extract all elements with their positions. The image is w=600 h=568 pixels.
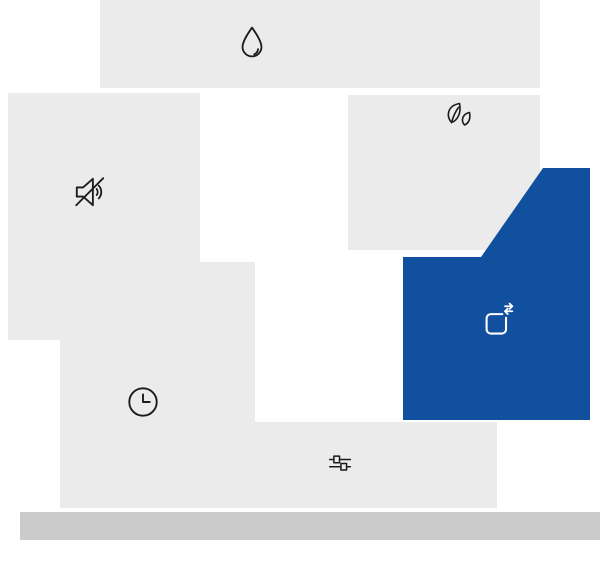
speaker-muted-icon	[75, 177, 105, 207]
tile-water[interactable]	[100, 0, 540, 88]
water-drop-icon	[241, 26, 263, 58]
scrollbar-track[interactable]	[20, 512, 600, 540]
leaves-icon	[447, 102, 471, 126]
clock-icon	[128, 387, 158, 417]
sliders-icon	[328, 455, 352, 471]
faucet-arrows-icon	[485, 302, 514, 335]
tile-adjustments[interactable]	[200, 422, 497, 508]
